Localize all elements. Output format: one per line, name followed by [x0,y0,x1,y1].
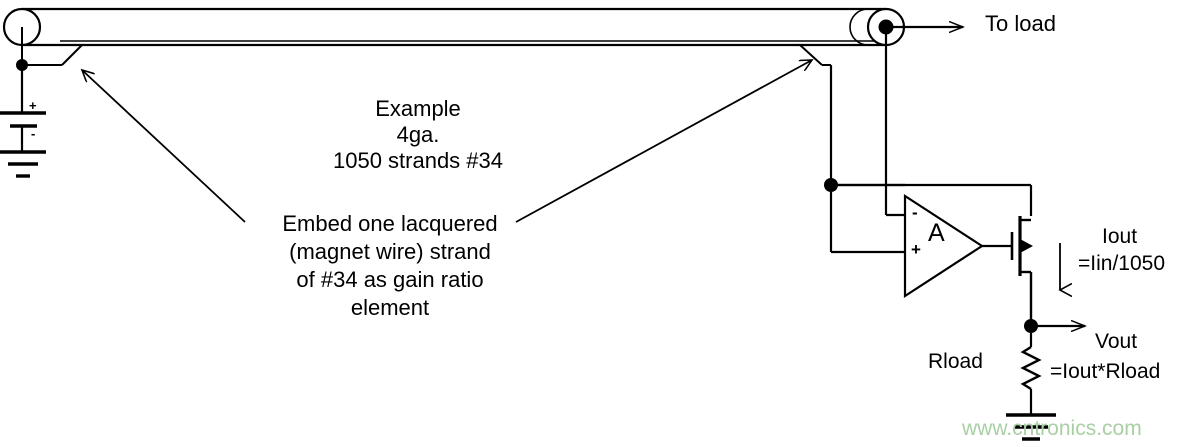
opamp-icon [903,193,1012,299]
embed-note-line-3: of #34 as gain ratio [296,267,484,292]
embed-note-line-1: Embed one lacquered [282,211,498,236]
ground-icon-rload [1006,413,1056,441]
embed-note-line-2: (magnet wire) strand [289,239,491,264]
battery-icon [0,65,46,152]
annotation-arrow-right [515,60,812,223]
opamp-inverting-input-label: - [912,203,918,222]
example-note-line-1: Example [375,96,461,121]
battery-negative-label: - [31,126,36,141]
rload-label: Rload [928,350,983,373]
battery-positive-label: + [29,98,37,113]
iout-formula-label: =Iin/1050 [1078,252,1165,275]
resistor-icon [1020,333,1042,415]
embed-note-line-4: element [350,295,430,320]
opamp-noninverting-input-label: + [911,240,921,259]
ground-icon-battery [0,150,46,178]
cable-icon [2,7,906,47]
vout-label: Vout [1095,330,1138,353]
example-note-line-2: 4ga. [396,122,440,147]
annotation-arrow-left [82,70,246,223]
right-strand-breakout [799,44,905,254]
example-note-line-3: 1050 strands #34 [332,148,504,173]
output-node [1024,319,1085,333]
to-load-label: To load [985,11,1056,36]
site-watermark: www.cntronics.com [962,417,1142,440]
mosfet-icon [1010,216,1033,326]
feedback-wire [831,183,1033,216]
iout-label: Iout [1102,225,1138,248]
vout-formula-label: =Iout*Rload [1050,360,1161,383]
opamp-gain-label: A [928,219,945,247]
